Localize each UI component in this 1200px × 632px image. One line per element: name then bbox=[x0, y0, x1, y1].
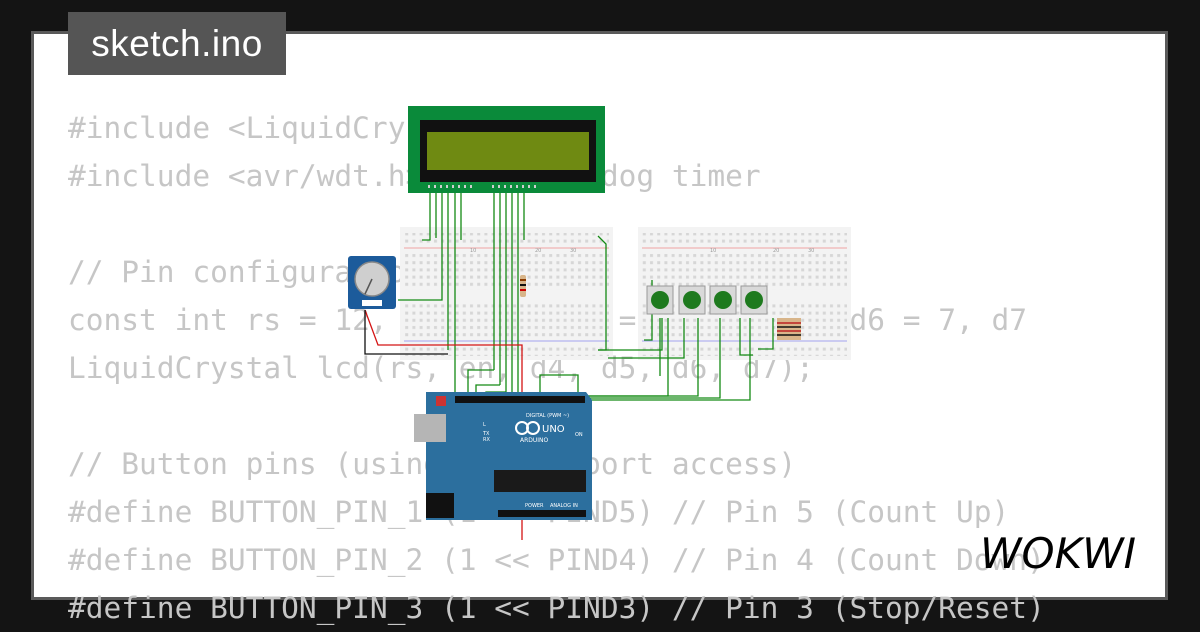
push-button[interactable] bbox=[678, 285, 706, 315]
code-line: #define BUTTON_PIN_1 (1 << PIND5) // Pin… bbox=[68, 495, 1010, 529]
analog-label: ANALOG IN bbox=[550, 503, 578, 509]
digital-label: DIGITAL (PWM ~) bbox=[526, 413, 569, 419]
led-label: L bbox=[483, 422, 486, 428]
breadboard-number: 30 bbox=[808, 248, 814, 254]
code-editor: #include <LiquidCrystal.h>#include <avr/… bbox=[68, 104, 1045, 632]
sketch-filename-tab[interactable]: sketch.ino bbox=[68, 12, 286, 75]
arduino-brand: ARDUINO bbox=[520, 437, 549, 444]
analog-header bbox=[498, 510, 586, 517]
arduino-model: UNO bbox=[542, 424, 565, 435]
push-button[interactable] bbox=[709, 285, 737, 315]
push-button[interactable] bbox=[646, 285, 674, 315]
usb-port bbox=[414, 414, 446, 442]
led-label: TX bbox=[482, 431, 490, 437]
potentiometer[interactable] bbox=[348, 256, 396, 309]
breadboard-number: 10 bbox=[710, 248, 716, 254]
breadboard-number: 10 bbox=[470, 248, 476, 254]
breadboard-number: 30 bbox=[570, 248, 576, 254]
code-line: #define BUTTON_PIN_3 (1 << PIND3) // Pin… bbox=[68, 591, 1045, 625]
code-line: #define BUTTON_PIN_2 (1 << PIND4) // Pin… bbox=[68, 543, 1045, 577]
wires bbox=[364, 188, 774, 540]
wokwi-logo: WOKWI bbox=[980, 529, 1136, 578]
microcontroller-chip bbox=[494, 470, 586, 492]
push-button[interactable] bbox=[740, 285, 768, 315]
resistor[interactable] bbox=[520, 275, 526, 297]
power-jack bbox=[426, 493, 454, 518]
resistor-pack[interactable] bbox=[777, 318, 801, 340]
on-label: ON bbox=[575, 432, 583, 438]
breadboard-number: 20 bbox=[535, 248, 541, 254]
breadboard-number: 20 bbox=[773, 248, 779, 254]
lcd-pins bbox=[428, 185, 536, 188]
lcd-display[interactable] bbox=[408, 106, 605, 193]
led-label: RX bbox=[483, 437, 490, 443]
power-label: POWER bbox=[525, 503, 544, 509]
reset-button[interactable] bbox=[436, 396, 446, 406]
arduino-uno[interactable]: ARDUINO UNO DIGITAL (PWM ~) ANALOG IN PO… bbox=[414, 392, 592, 520]
wokwi-logo-text: WOKWI bbox=[980, 529, 1136, 578]
digital-header bbox=[455, 396, 585, 403]
